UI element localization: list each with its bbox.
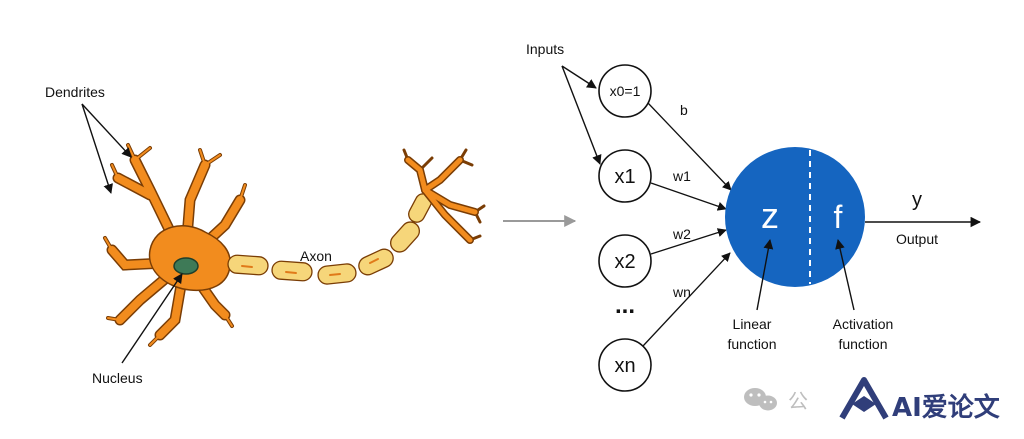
input-node-x1: x1 xyxy=(598,149,652,203)
weight-w1: w1 xyxy=(672,168,691,184)
weight-b: b xyxy=(680,102,688,118)
watermark: 公 AI爱论文 xyxy=(744,377,1001,423)
input-node-xn: xn xyxy=(598,338,652,392)
input-node-x0: x0=1 xyxy=(598,64,652,118)
axon-label: Axon xyxy=(300,248,332,264)
brand-logo-icon xyxy=(839,377,889,420)
perceptron: Inputs x0=1 x1 x2 ... xn b xyxy=(526,41,982,392)
svg-text:x1: x1 xyxy=(614,166,635,188)
ellipsis: ... xyxy=(615,292,635,319)
nucleus-label: Nucleus xyxy=(92,370,143,386)
axon-terminals-fill xyxy=(405,157,478,243)
nucleus xyxy=(173,257,199,275)
biological-neuron: Dendrites Axon Nucleus xyxy=(45,84,486,386)
activation-symbol: f xyxy=(834,199,843,235)
svg-text:xn: xn xyxy=(614,355,635,377)
axon-marks xyxy=(241,258,379,276)
dendrites-label: Dendrites xyxy=(45,84,105,100)
input-node-x2: x2 xyxy=(598,234,652,288)
linear-function-label-1: Linear xyxy=(733,316,772,332)
activation-function-label-2: function xyxy=(838,336,887,352)
neuron-unit xyxy=(725,147,865,287)
weight-w2: w2 xyxy=(672,226,691,242)
sum-symbol: z xyxy=(761,195,779,236)
svg-text:x2: x2 xyxy=(614,251,635,273)
output-symbol: y xyxy=(912,189,922,211)
function-pointer-arrows xyxy=(756,239,855,311)
wechat-icon xyxy=(744,388,777,411)
watermark-text: 公 xyxy=(788,389,808,413)
svg-text:x0=1: x0=1 xyxy=(610,83,641,99)
weight-wn: wn xyxy=(672,284,691,300)
linear-function-label-2: function xyxy=(727,336,776,352)
neuron-pointer-arrows xyxy=(81,103,183,364)
activation-function-label-1: Activation xyxy=(833,316,894,332)
output-label: Output xyxy=(896,231,938,247)
weighted-connections xyxy=(642,102,732,347)
inputs-pointer-arrows xyxy=(561,65,602,165)
brand-text: AI爱论文 xyxy=(892,392,1001,423)
axon xyxy=(227,193,432,285)
inputs-label: Inputs xyxy=(526,41,564,57)
